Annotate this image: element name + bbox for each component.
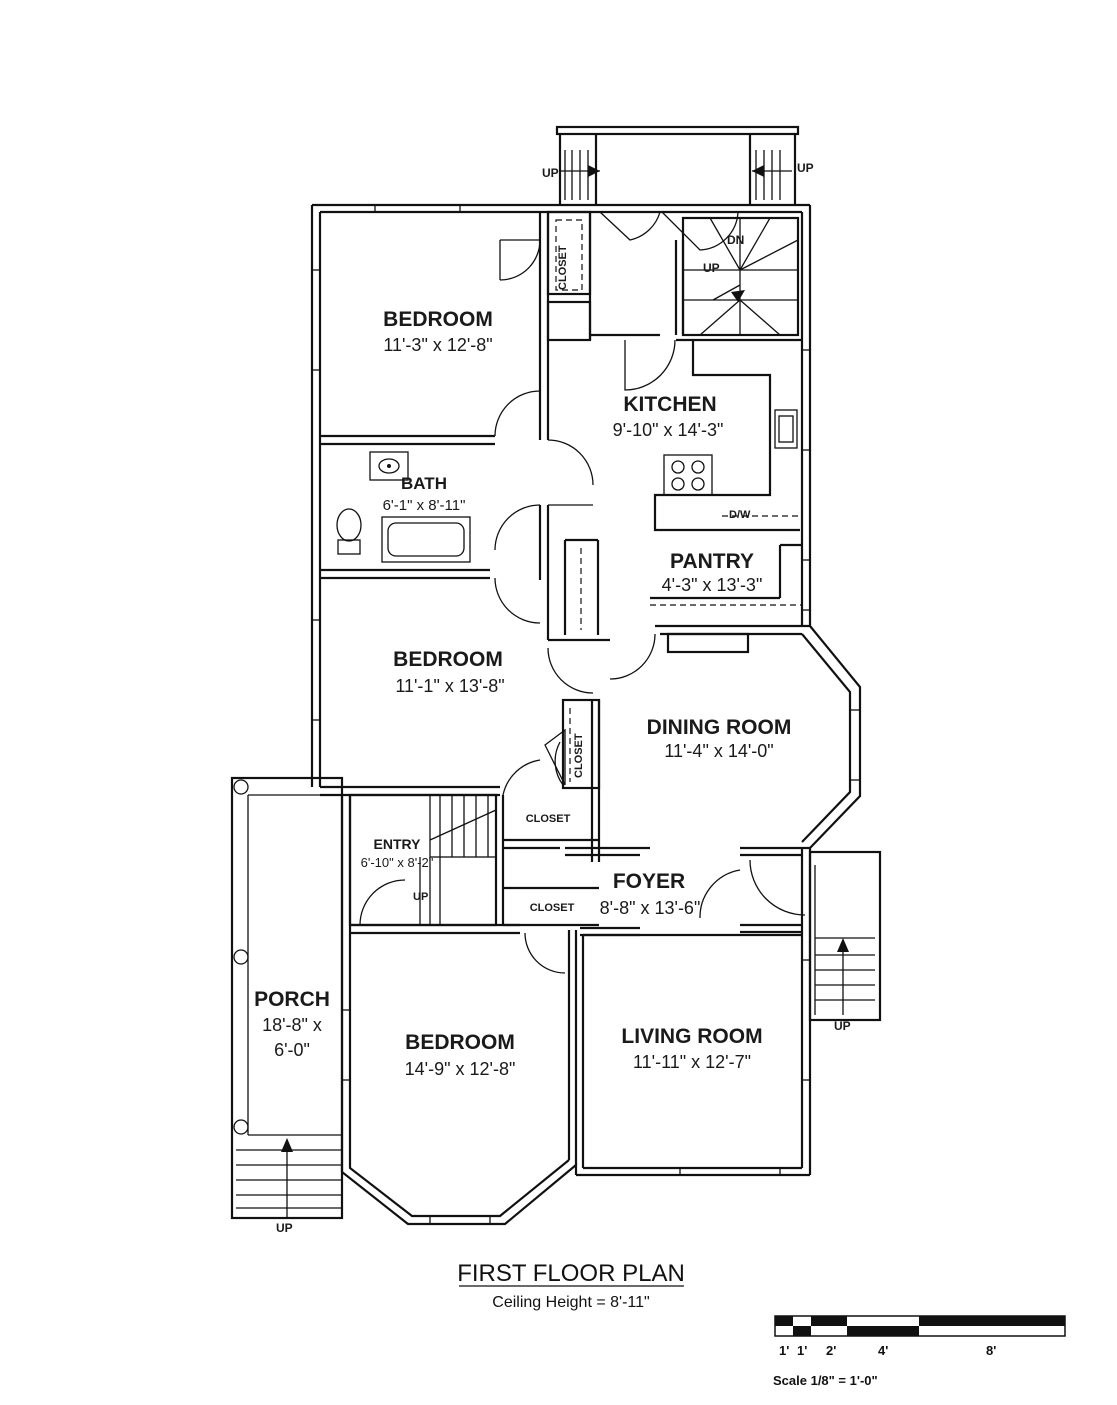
scale-bar [774, 1315, 1066, 1337]
closet-label: CLOSET [557, 245, 569, 290]
exterior-walls [310, 203, 862, 1226]
room-name-bath: BATH [401, 474, 447, 493]
stair-up-label: UP [276, 1221, 293, 1235]
windows [311, 204, 861, 1225]
interior-walls [320, 210, 810, 1168]
scale-label: Scale 1/8" = 1'-0" [773, 1373, 878, 1388]
room-dims-bedroom-top: 11'-3" x 12'-8" [383, 335, 492, 355]
plan-title: FIRST FLOOR PLAN [457, 1260, 685, 1287]
room-dims-bedroom-bottom: 14'-9" x 12'-8" [405, 1059, 516, 1079]
room-name-dining: DINING ROOM [647, 716, 792, 739]
stair-up-label: UP [834, 1019, 851, 1033]
room-dims-entry: 6'-10" x 8'-2" [361, 855, 434, 870]
room-name-pantry: PANTRY [670, 550, 754, 573]
room-dims-kitchen: 9'-10" x 14'-3" [613, 420, 724, 440]
closet-label: CLOSET [530, 902, 575, 914]
stair-up-label: UP [542, 166, 559, 180]
room-name-bedroom-mid: BEDROOM [393, 648, 503, 671]
room-dims-foyer: 8'-8" x 13'-6" [600, 898, 701, 918]
room-name-entry: ENTRY [374, 836, 422, 852]
stair-up-label: UP [413, 891, 428, 903]
room-dims-living: 11'-11" x 12'-7" [633, 1052, 751, 1072]
room-name-bedroom-bottom: BEDROOM [405, 1031, 515, 1054]
scale-tick-label: 2' [826, 1343, 836, 1358]
room-dims-porch-line2: 6'-0" [274, 1040, 310, 1060]
stair-up-label: UP [703, 261, 720, 275]
room-name-kitchen: KITCHEN [623, 393, 716, 416]
scale-tick-label: 1' [779, 1343, 789, 1358]
room-name-porch: PORCH [254, 988, 330, 1011]
closet-label: CLOSET [573, 733, 585, 778]
room-name-living: LIVING ROOM [621, 1025, 762, 1048]
room-dims-bedroom-mid: 11'-1" x 13'-8" [395, 676, 504, 696]
stair-down-label: DN [727, 233, 744, 247]
bath-fixtures [336, 451, 471, 563]
front-stair [808, 850, 882, 1022]
room-dims-bath: 6'-1" x 8'-11" [383, 497, 466, 514]
room-dims-pantry: 4'-3" x 13'-3" [662, 575, 763, 595]
stair-up-label: UP [797, 161, 814, 175]
porch-structure [230, 776, 344, 1220]
scale-tick-label: 8' [986, 1343, 996, 1358]
kitchen-fixtures [663, 409, 798, 496]
rear-stair [683, 217, 799, 336]
room-name-bedroom-top: BEDROOM [383, 308, 493, 331]
room-name-foyer: FOYER [613, 870, 685, 893]
room-dims-porch-line1: 18'-8" x [262, 1015, 322, 1035]
scale-tick-label: 1' [797, 1343, 807, 1358]
back-deck [555, 125, 800, 205]
door-swings [359, 211, 806, 974]
plan-subtitle: Ceiling Height = 8'-11" [492, 1294, 649, 1311]
room-dims-dining: 11'-4" x 14'-0" [664, 741, 773, 761]
closet-label: CLOSET [526, 813, 571, 825]
scale-tick-label: 4' [878, 1343, 888, 1358]
dishwasher-label: D/W [729, 509, 751, 521]
